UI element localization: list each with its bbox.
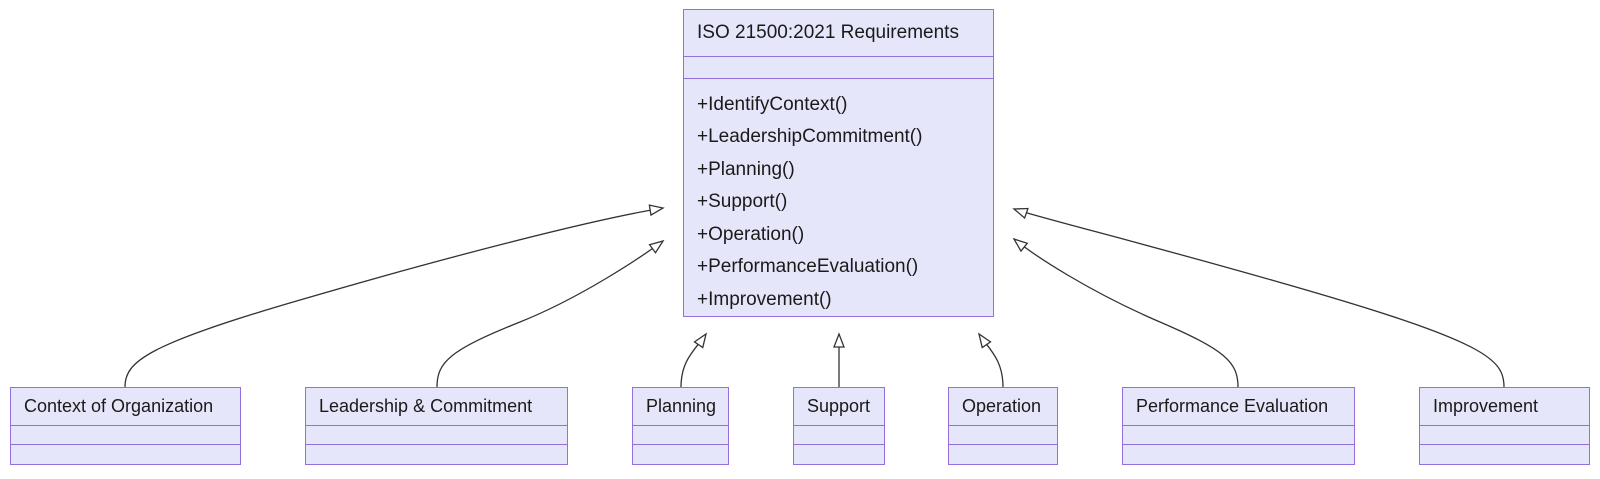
method-item: +IdentifyContext() [697, 93, 848, 115]
class-methods-compartment [306, 445, 567, 464]
class-name-label: Context of Organization [24, 396, 214, 417]
class-methods-compartment [633, 445, 728, 464]
edge-performance-to-iso [1012, 237, 1239, 388]
class-box-leadership-and-commitment[interactable]: Leadership & Commitment [305, 387, 568, 465]
edge-leadership-to-iso [436, 239, 665, 388]
class-methods-compartment [1123, 445, 1354, 464]
class-box-performance-evaluation[interactable]: Performance Evaluation [1122, 387, 1355, 465]
class-box-planning[interactable]: Planning [632, 387, 729, 465]
class-methods-compartment [11, 445, 240, 464]
method-item: +Support() [697, 191, 788, 212]
edge-improvement-to-iso [1012, 207, 1505, 388]
class-methods-compartment [949, 445, 1057, 464]
class-attributes-compartment [1123, 426, 1354, 445]
class-title-compartment: ISO 21500:2021 Requirements [684, 10, 993, 57]
class-box-iso-requirements[interactable]: ISO 21500:2021 Requirements +IdentifyCon… [683, 9, 994, 317]
method-item: +LeadershipCommitment() [697, 126, 923, 147]
method-item: +PerformanceEvaluation() [697, 256, 919, 277]
class-attributes-compartment [684, 57, 993, 79]
class-name-label: Leadership & Commitment [319, 396, 533, 417]
class-attributes-compartment [949, 426, 1057, 445]
class-methods-compartment [794, 445, 884, 464]
class-attributes-compartment [11, 426, 240, 445]
method-item: +Operation() [697, 223, 805, 245]
class-box-context-of-organization[interactable]: Context of Organization [10, 387, 241, 465]
class-attributes-compartment [1420, 426, 1589, 445]
class-title-compartment: Leadership & Commitment [306, 388, 567, 426]
class-title-compartment: Performance Evaluation [1123, 388, 1354, 426]
class-methods-compartment: +IdentifyContext() +LeadershipCommitment… [684, 79, 993, 317]
class-attributes-compartment [633, 426, 728, 445]
class-title-compartment: Improvement [1420, 388, 1589, 426]
edge-context-to-iso [124, 204, 665, 388]
class-title-compartment: Context of Organization [11, 388, 240, 426]
class-name-label: Improvement [1433, 396, 1539, 417]
method-item: +Improvement() [697, 288, 832, 310]
class-name-label: Planning [646, 396, 717, 417]
edge-planning-to-iso [680, 332, 708, 388]
class-name-label: ISO 21500:2021 Requirements [697, 22, 959, 44]
class-box-operation[interactable]: Operation [948, 387, 1058, 465]
class-attributes-compartment [306, 426, 567, 445]
class-title-compartment: Planning [633, 388, 728, 426]
edge-operation-to-iso [977, 332, 1004, 388]
class-attributes-compartment [794, 426, 884, 445]
class-methods-compartment [1420, 445, 1589, 464]
class-name-label: Performance Evaluation [1136, 396, 1329, 417]
class-name-label: Operation [962, 396, 1042, 417]
class-box-support[interactable]: Support [793, 387, 885, 465]
class-title-compartment: Support [794, 388, 884, 426]
class-box-improvement[interactable]: Improvement [1419, 387, 1590, 465]
class-title-compartment: Operation [949, 388, 1057, 426]
method-item: +Planning() [697, 158, 795, 180]
class-name-label: Support [807, 396, 871, 417]
